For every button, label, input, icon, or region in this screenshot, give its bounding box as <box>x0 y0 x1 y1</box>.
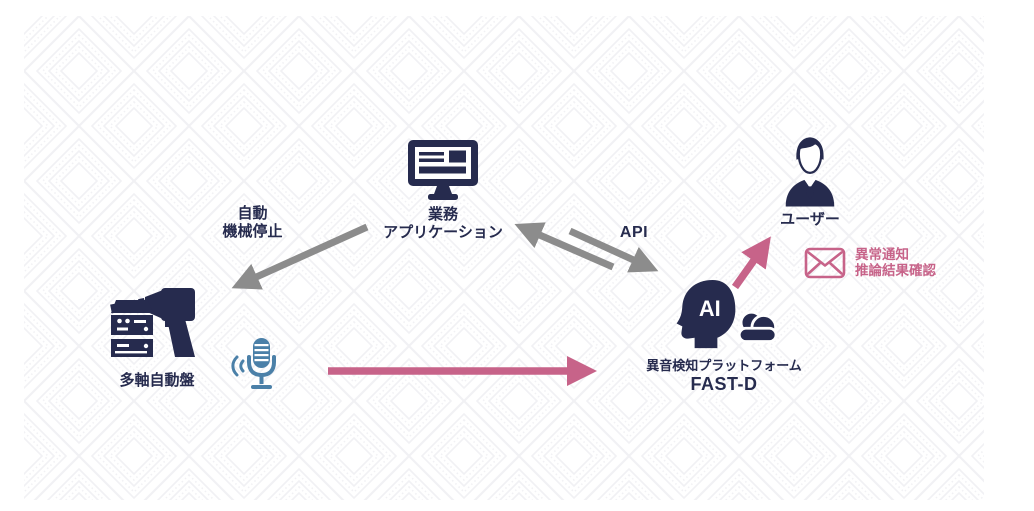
business-person-icon <box>785 137 835 207</box>
machine-label: 多軸自動盤 <box>119 372 195 389</box>
background-pattern <box>24 16 984 500</box>
ai-head-icon: AI <box>676 279 778 349</box>
notify-label-line1: 異常通知 <box>855 247 909 262</box>
node-fastd: AI 異音検知プラットフォーム FAST-D <box>640 278 808 396</box>
sound-waves-icon <box>231 355 245 377</box>
microphone-icon <box>231 338 276 389</box>
node-user: ユーザー <box>760 134 860 229</box>
user-label: ユーザー <box>780 211 840 228</box>
ai-badge: AI <box>699 296 721 321</box>
business-app-label-line1: 業務 <box>427 206 458 223</box>
fastd-label-line2: FAST-D <box>690 374 758 395</box>
node-machine: 多軸自動盤 <box>98 286 216 390</box>
envelope-icon <box>804 247 846 279</box>
sound-source <box>226 336 290 394</box>
auto-stop-label: 自動 機械停止 <box>222 205 283 240</box>
cloud-icon <box>737 310 778 343</box>
notify-label-line2: 推論結果確認 <box>855 263 936 279</box>
monitor-icon <box>408 140 478 200</box>
notification-block: 異常通知 推論結果確認 <box>804 246 936 280</box>
node-business-app: 業務 アプリケーション <box>363 139 523 241</box>
api-label: API <box>619 224 649 241</box>
drill-machine-icon <box>110 288 195 357</box>
business-app-label-line2: アプリケーション <box>383 223 503 241</box>
fastd-label-line1: 異音検知プラットフォーム <box>646 358 802 373</box>
